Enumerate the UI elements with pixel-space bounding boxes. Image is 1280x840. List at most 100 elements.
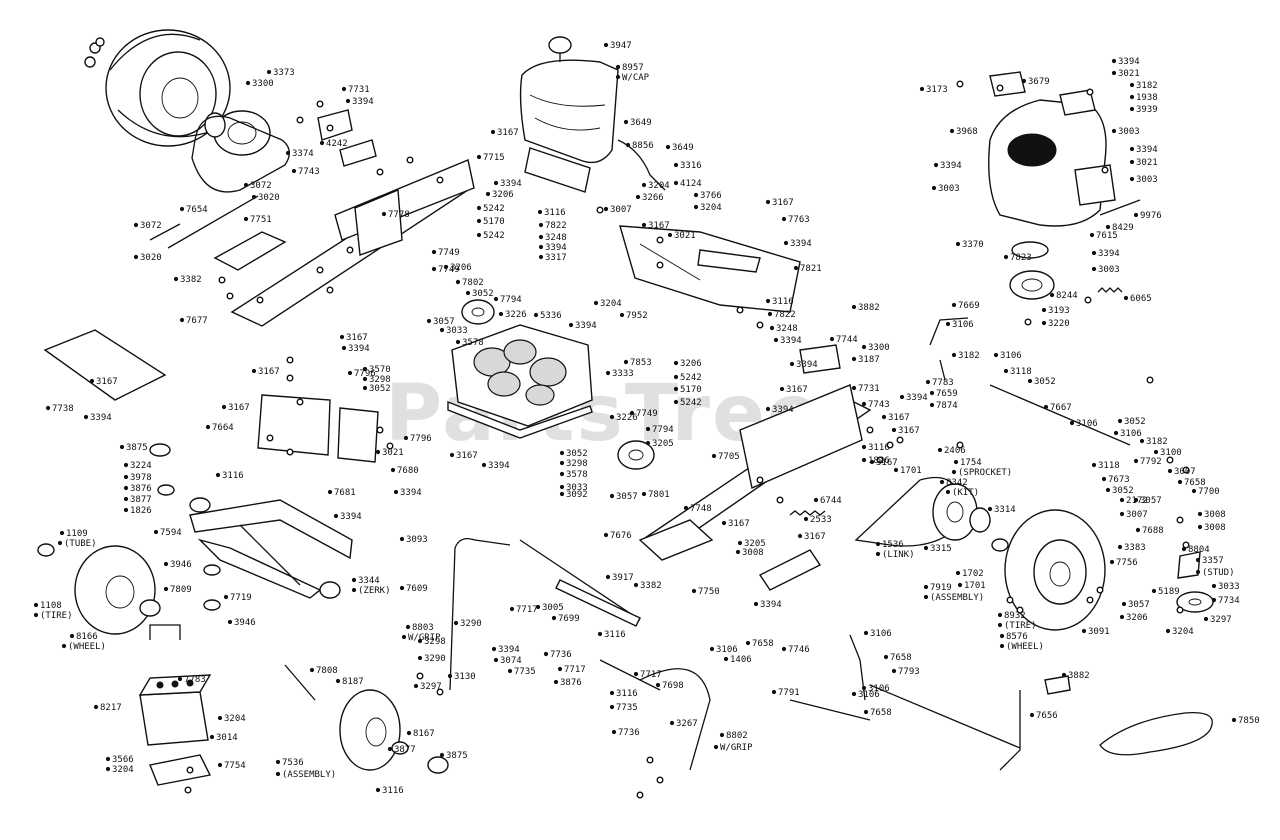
part-label: 3205 [652, 439, 674, 449]
leader-dot [1231, 717, 1237, 723]
leader-dot [481, 462, 487, 468]
part-label: 5170 [680, 385, 702, 395]
leader-dot [875, 541, 881, 547]
leader-dot [693, 192, 699, 198]
part-label: (ZERK) [358, 586, 391, 596]
bolt-icon [186, 766, 194, 774]
part-label: 8187 [342, 677, 364, 687]
leader-dot [929, 390, 935, 396]
part-label: 7952 [626, 311, 648, 321]
leader-dot [997, 622, 1003, 628]
leader-dot [1105, 224, 1111, 230]
leader-dot [209, 734, 215, 740]
part-label: 7743 [868, 400, 890, 410]
part-label: 3267 [676, 719, 698, 729]
part-label: 3182 [1146, 437, 1168, 447]
leader-dot [485, 191, 491, 197]
leader-dot [765, 199, 771, 205]
part-label: 3007 [610, 205, 632, 215]
leader-dot [1101, 476, 1107, 482]
spring-6065 [1097, 287, 1123, 293]
part-label: 3394 [352, 97, 374, 107]
part-label: (WHEEL) [68, 642, 106, 652]
part-label: 3649 [672, 143, 694, 153]
part-label: 7822 [774, 310, 796, 320]
leader-dot [465, 290, 471, 296]
leader-dot [405, 624, 411, 630]
part-label: 7673 [1108, 475, 1130, 485]
leader-dot [381, 211, 387, 217]
leader-dot [955, 241, 961, 247]
leader-dot [217, 715, 223, 721]
linkage-7667 [929, 317, 1131, 446]
part-label: 3057 [433, 317, 455, 327]
part-label: 3118 [1098, 461, 1120, 471]
leader-dot [955, 570, 961, 576]
part-label: 3033 [1218, 582, 1240, 592]
lever-8802 [599, 659, 711, 771]
leader-dot [923, 584, 929, 590]
part-label: (WHEEL) [1006, 642, 1044, 652]
part-label: W/CAP [622, 73, 650, 83]
bolt-icon [956, 80, 964, 88]
leader-dot [375, 449, 381, 455]
linkage-7656 [869, 684, 1021, 771]
leader-dot [179, 206, 185, 212]
leader-dot [721, 520, 727, 526]
part-label: 3021 [382, 448, 404, 458]
part-label: 3370 [962, 240, 984, 250]
bolt-icon [756, 476, 764, 484]
part-label: 7654 [186, 205, 208, 215]
part-label: 3116 [604, 630, 626, 640]
leader-dot [1111, 70, 1117, 76]
battery [138, 624, 212, 786]
leader-dot [1123, 295, 1129, 301]
leader-dot [327, 489, 333, 495]
bolt-icon [346, 246, 354, 254]
part-label: 5189 [1158, 587, 1180, 597]
part-label: 3875 [446, 751, 468, 761]
leader-dot [633, 582, 639, 588]
leader-dot [937, 447, 943, 453]
leader-dot [1113, 430, 1119, 436]
part-label: 7667 [1050, 403, 1072, 413]
bolt-icon [656, 261, 664, 269]
part-label: 3394 [796, 360, 818, 370]
part-label: 3373 [273, 68, 295, 78]
part-label: 7731 [348, 85, 370, 95]
leader-dot [603, 206, 609, 212]
leader-dot [431, 266, 437, 272]
leader-dot [491, 646, 497, 652]
bolt-icon [1146, 376, 1154, 384]
part-label: 7609 [406, 584, 428, 594]
rod-7654 [149, 195, 259, 249]
leader-dot [417, 655, 423, 661]
part-label: 7794 [652, 425, 674, 435]
leader-dot [223, 594, 229, 600]
bolt-icon [286, 448, 294, 456]
part-label: 3014 [216, 733, 238, 743]
leader-dot [568, 322, 574, 328]
leader-dot [375, 787, 381, 793]
part-label: 3394 [498, 645, 520, 655]
leader-dot [455, 279, 461, 285]
part-label: 3394 [488, 461, 510, 471]
leader-dot [1133, 458, 1139, 464]
leader-dot [797, 533, 803, 539]
part-label: 8217 [100, 703, 122, 713]
leader-dot [645, 440, 651, 446]
bolt-icon [316, 100, 324, 108]
part-label: 7735 [616, 703, 638, 713]
part-label: 8576 [1006, 632, 1028, 642]
leader-dot [538, 234, 544, 240]
part-label: 3167 [497, 128, 519, 138]
leader-dot [490, 129, 496, 135]
part-label: 7778 [388, 210, 410, 220]
leader-dot [899, 394, 905, 400]
leader-dot [443, 264, 449, 270]
leader-dot [551, 615, 557, 621]
leader-dot [603, 532, 609, 538]
leader-dot [1195, 569, 1201, 575]
leader-dot [635, 194, 641, 200]
part-label: 3003 [1098, 265, 1120, 275]
